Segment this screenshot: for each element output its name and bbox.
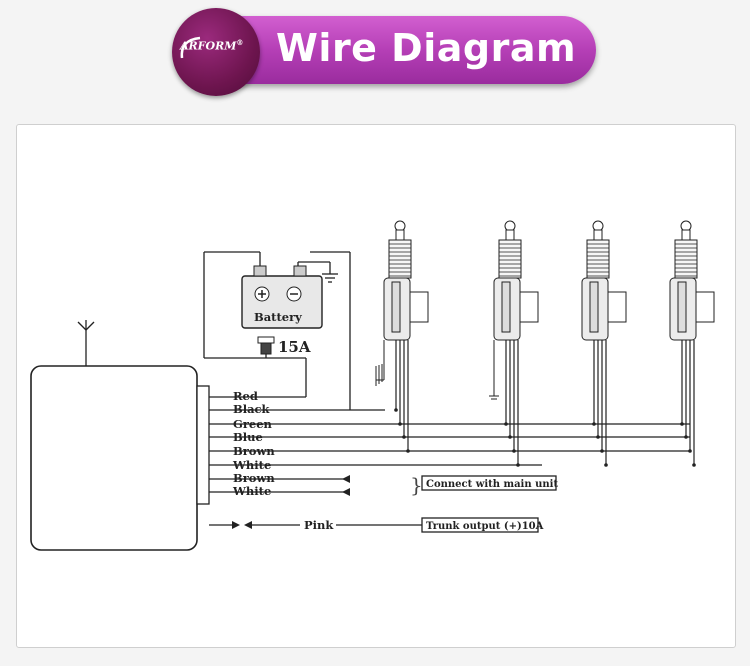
wire-label-black: Black [233,402,271,416]
arrow-right-icon [232,521,240,529]
logo-swoosh-icon [180,36,201,59]
brace: } [410,473,423,497]
wire-label-blue: Blue [233,430,263,444]
door-actuators [375,220,715,467]
fuse-rating: 15A [278,338,311,356]
battery-icon: Battery [241,265,323,329]
logo-text: ARFORM® [180,38,244,53]
fuse-icon [257,336,275,355]
title-banner [238,16,596,84]
door-actuator-icon [489,220,539,467]
wire-label-brown-2: Brown [233,471,275,485]
page-title: Wire Diagram [276,26,577,70]
ground-icon [375,364,383,386]
wire-label-red: Red [233,389,258,403]
brand-logo [172,8,260,96]
arrow-left-icon [244,521,252,529]
door-actuator-icon [581,220,627,467]
connect-main-unit-label: Connect with main unit [426,479,558,490]
main-unit-box [30,365,198,551]
trunk-output-label: Trunk output (+)10A [426,521,544,532]
wire-label-white: White [232,458,271,472]
antenna-icon [77,320,95,366]
wire-label-green: Green [233,417,273,431]
arrow-marks [232,475,350,529]
wire-label-white-2: White [232,484,271,498]
arrow-left-icon [342,475,350,483]
wire-label-pink: Pink [304,518,334,532]
arrow-left-icon [342,488,350,496]
wire-connector [196,385,210,505]
door-actuator-icon [376,220,429,453]
door-actuator-icon [669,220,715,467]
wire-label-brown: Brown [233,444,275,458]
svg-text:Battery: Battery [254,310,302,324]
ground-icon [322,273,338,283]
